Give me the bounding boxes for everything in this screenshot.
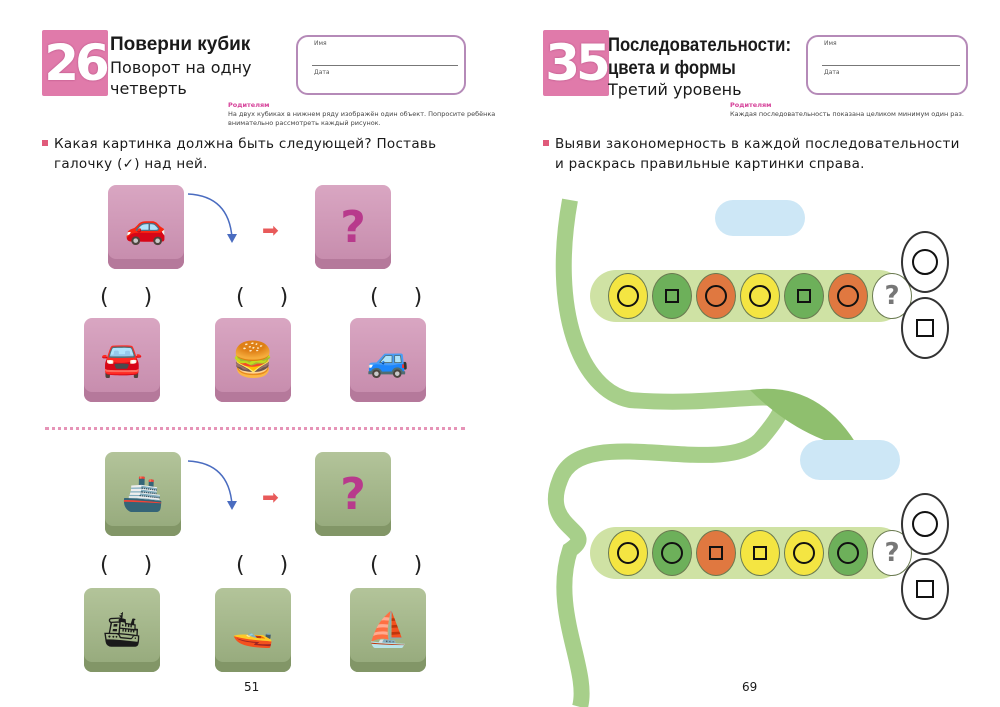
answer-checkbox[interactable]: ( ) — [236, 553, 303, 578]
circle-shape-icon — [617, 285, 639, 307]
date-label: Дата — [824, 69, 840, 76]
answer-checkbox[interactable]: ( ) — [370, 553, 437, 578]
title-line: Последовательности: — [608, 35, 792, 56]
date-label: Дата — [314, 69, 330, 76]
sequence-bead — [696, 530, 736, 576]
question-cube: ? — [315, 452, 391, 536]
cloud-illustration — [715, 200, 805, 236]
subtitle-line: четверть — [110, 79, 187, 98]
sequence-bead — [696, 273, 736, 319]
bullet-icon — [42, 140, 48, 146]
circle-shape-icon — [661, 542, 683, 564]
parents-label: Родителям — [228, 101, 270, 109]
square-shape-icon — [916, 580, 934, 598]
option-ship-side-cube[interactable]: 🛳 — [84, 588, 160, 672]
name-label: Имя — [314, 40, 327, 47]
divider — [822, 65, 960, 66]
square-shape-icon — [916, 319, 934, 337]
option-sailboat-cube[interactable]: ⛵ — [350, 588, 426, 672]
name-date-box[interactable]: Имя Дата — [296, 35, 466, 95]
task-line: и раскрась правильные картинки справа. — [555, 156, 865, 172]
parents-note: Родителям На двух кубиках в нижнем ряду … — [228, 101, 498, 128]
circle-shape-icon — [705, 285, 727, 307]
right-arrow-icon: ➡ — [262, 218, 279, 242]
square-shape-icon — [797, 289, 811, 303]
answer-checkbox[interactable]: ( ) — [100, 553, 167, 578]
section-divider — [45, 427, 465, 430]
sequence-bead — [828, 530, 868, 576]
page-title: Последовательности: цвета и формы — [608, 34, 791, 80]
sequence-bead — [652, 530, 692, 576]
page-subtitle: Поворот на одну четверть — [110, 57, 252, 99]
activity-number-badge: 26 — [42, 30, 110, 96]
parents-text: На двух кубиках в нижнем ряду изображён … — [228, 110, 496, 127]
sequence-bead — [740, 530, 780, 576]
subtitle-line: Поворот на одну — [110, 58, 252, 77]
answer-circle-option[interactable] — [901, 493, 949, 555]
circle-shape-icon — [912, 511, 938, 537]
answer-checkbox[interactable]: ( ) — [236, 285, 303, 310]
sequence-bead — [608, 273, 648, 319]
sequence-bead — [828, 273, 868, 319]
rotate-arrow-icon — [187, 193, 237, 243]
parents-label: Родителям — [730, 101, 772, 109]
divider — [312, 65, 458, 66]
circle-shape-icon — [749, 285, 771, 307]
sequence-bead — [784, 530, 824, 576]
sequence-beads: ? — [608, 273, 912, 319]
option-car-top-cube[interactable]: 🚘 — [84, 318, 160, 402]
question-cube: ? — [315, 185, 391, 269]
square-shape-icon — [665, 289, 679, 303]
sequence-bead — [784, 273, 824, 319]
right-arrow-icon: ➡ — [262, 485, 279, 509]
question-mark: ? — [340, 201, 366, 253]
rotate-arrow-icon — [187, 460, 237, 510]
task-line: Какая картинка должна быть следующей? По… — [54, 136, 437, 152]
task-line: галочку (✓) над ней. — [54, 156, 208, 172]
circle-shape-icon — [793, 542, 815, 564]
name-label: Имя — [824, 40, 837, 47]
ship-cube: 🚢 — [105, 452, 181, 536]
answer-checkbox[interactable]: ( ) — [370, 285, 437, 310]
task-instruction: Выяви закономерность в каждой последоват… — [543, 134, 960, 174]
parents-note: Родителям Каждая последовательность пока… — [730, 101, 990, 119]
car-cube: 🚗 — [108, 185, 184, 269]
answer-checkbox[interactable]: ( ) — [100, 285, 167, 310]
sequence-beads: ? — [608, 530, 912, 576]
page-title: Поверни кубик — [110, 34, 251, 55]
activity-number-badge: 35 — [543, 30, 611, 96]
page-subtitle: Третий уровень — [608, 80, 742, 99]
task-line: Выяви закономерность в каждой последоват… — [555, 136, 960, 152]
task-instruction: Какая картинка должна быть следующей? По… — [42, 134, 436, 174]
answer-circle-option[interactable] — [901, 231, 949, 293]
name-date-box[interactable]: Имя Дата — [806, 35, 968, 95]
answer-square-option[interactable] — [901, 297, 949, 359]
sequence-bead — [740, 273, 780, 319]
option-car-side-cube[interactable]: 🚙 — [350, 318, 426, 402]
page-number: 51 — [244, 680, 260, 694]
square-shape-icon — [753, 546, 767, 560]
circle-shape-icon — [837, 542, 859, 564]
parents-text: Каждая последовательность показана целик… — [730, 110, 964, 118]
question-mark: ? — [884, 281, 900, 311]
question-mark: ? — [884, 538, 900, 568]
sequence-bead — [608, 530, 648, 576]
option-burger-cube[interactable]: 🍔 — [215, 318, 291, 402]
option-ship-top-cube[interactable]: 🚤 — [215, 588, 291, 672]
circle-shape-icon — [617, 542, 639, 564]
question-mark: ? — [340, 468, 366, 520]
title-line: цвета и формы — [608, 58, 736, 79]
bullet-icon — [543, 140, 549, 146]
page-number: 69 — [742, 680, 758, 694]
pea-stem-illustration — [547, 198, 860, 707]
answer-square-option[interactable] — [901, 558, 949, 620]
square-shape-icon — [709, 546, 723, 560]
cloud-illustration — [800, 440, 900, 480]
circle-shape-icon — [837, 285, 859, 307]
sequence-bead — [652, 273, 692, 319]
circle-shape-icon — [912, 249, 938, 275]
